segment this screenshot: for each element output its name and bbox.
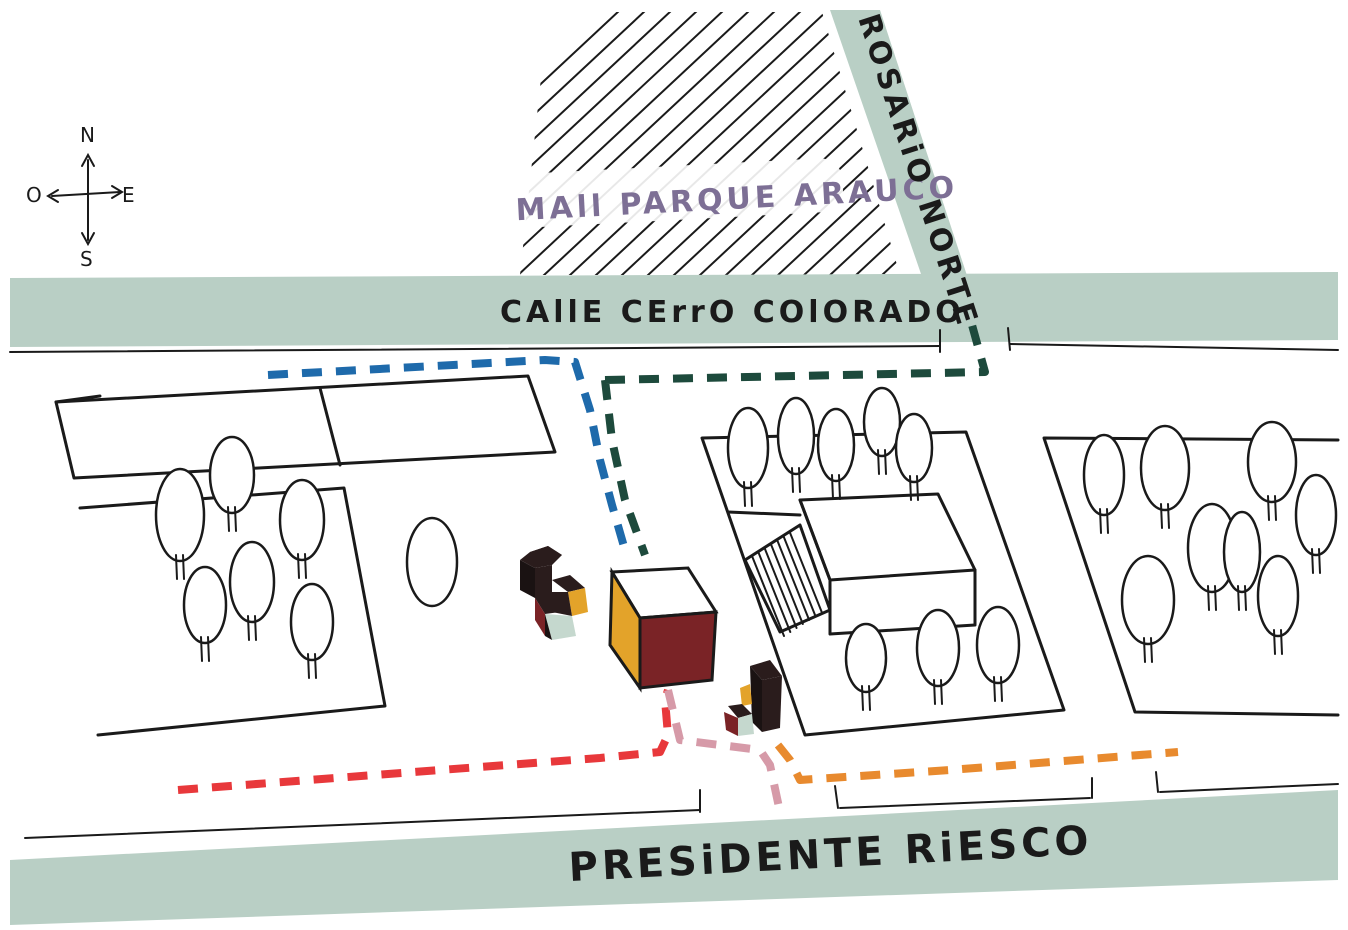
hatch-line	[520, 12, 647, 275]
tree	[1294, 473, 1338, 574]
hatch-line	[709, 12, 900, 275]
tree	[894, 412, 934, 501]
stair-step	[788, 531, 823, 613]
block-cluster-west	[520, 546, 588, 640]
tree	[776, 396, 816, 493]
tree	[278, 478, 326, 579]
walking-routes	[177, 323, 1179, 813]
tree	[1256, 554, 1300, 655]
hatch-line	[683, 12, 900, 275]
stair-step	[751, 555, 785, 637]
hatch-line	[520, 12, 725, 275]
east-park-block	[1042, 436, 1340, 717]
trees	[154, 386, 1338, 711]
road-cerro-colorado	[10, 272, 1338, 347]
street-label-cerro-colorado: CAllE CErrO COlORADO	[500, 295, 965, 330]
round-kiosk	[405, 516, 459, 608]
hatch-line	[520, 12, 751, 275]
road-presidente-riesco	[10, 790, 1338, 925]
road-rosario-norte	[830, 10, 975, 300]
walking-route	[601, 323, 989, 557]
hatch-line	[839, 12, 900, 275]
hatch-line	[579, 12, 881, 275]
tree	[862, 386, 902, 475]
hatch-line	[520, 12, 699, 275]
hatch-line	[787, 12, 900, 275]
west-building	[54, 374, 557, 480]
compass-east-label: E	[122, 183, 135, 207]
hatch-line	[520, 12, 621, 275]
stair-step	[757, 551, 792, 633]
block-cube-central	[608, 566, 719, 693]
tree	[182, 565, 228, 662]
hatch-line	[527, 12, 829, 275]
tree	[208, 435, 256, 532]
tree	[975, 605, 1021, 702]
hatch-line	[918, 10, 1218, 290]
hatch-line	[813, 12, 900, 275]
stair-step	[763, 547, 798, 629]
mall-label-backdrop	[504, 158, 844, 228]
tree	[816, 407, 856, 500]
stair-step	[776, 539, 811, 621]
hatch-line	[657, 12, 900, 275]
tree	[844, 622, 888, 711]
tree	[228, 540, 276, 641]
compass-west-label: O	[26, 183, 42, 207]
tree	[1120, 554, 1176, 663]
hatch-line	[520, 12, 777, 275]
hatch-line	[761, 12, 900, 275]
walking-route	[267, 356, 629, 552]
compass-south-label: S	[80, 247, 93, 271]
stair-step	[769, 543, 804, 625]
walking-route	[177, 688, 672, 794]
compass-rose: N S O E	[26, 123, 135, 271]
hatch-line	[520, 12, 803, 275]
compass-north-label: N	[80, 123, 95, 147]
tree	[726, 406, 770, 507]
hatch-line	[553, 12, 855, 275]
walking-route	[774, 742, 1179, 784]
road-edges	[9, 327, 1339, 839]
tree	[915, 608, 961, 705]
tree	[1139, 424, 1191, 529]
tree	[154, 467, 206, 580]
tree	[289, 582, 335, 679]
block-cluster-east	[724, 660, 782, 736]
walking-route	[664, 689, 784, 813]
tree	[1246, 420, 1298, 521]
stair-step	[782, 535, 817, 617]
tree	[1082, 433, 1126, 534]
west-park-block	[78, 486, 459, 737]
colored-blocks	[520, 546, 782, 736]
mall-hatched-area	[520, 10, 1218, 290]
tree	[1222, 510, 1262, 611]
